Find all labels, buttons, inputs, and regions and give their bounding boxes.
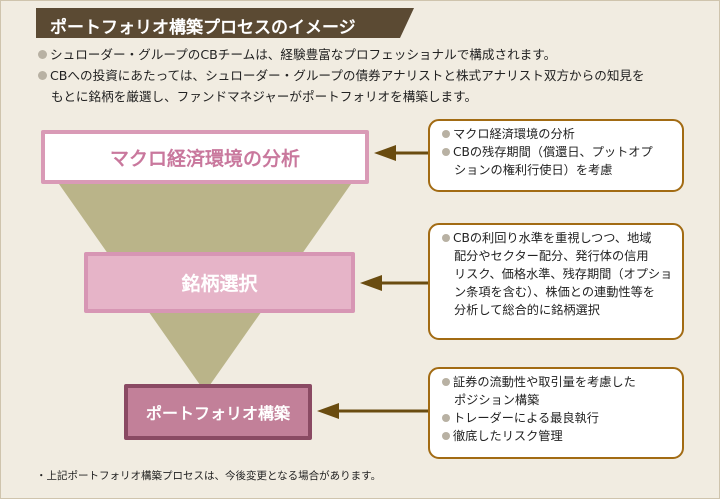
box1-text-1: マクロ経済環境の分析 xyxy=(453,127,575,141)
box2-item-1-cont: 配分やセクター配分、発行体の信用 xyxy=(442,247,674,265)
box2-text-1: CBの利回り水準を重視しつつ、地域 xyxy=(453,231,652,245)
stage-portfolio-construction: ポートフォリオ構築 xyxy=(124,384,312,440)
intro-text-2: CBへの投資にあたっては、シュローダー・グループの債券アナリストと株式アナリスト… xyxy=(50,68,645,83)
box1-item-1: マクロ経済環境の分析 xyxy=(442,125,674,143)
bullet-dot xyxy=(442,234,450,242)
box3-item-3: 徹底したリスク管理 xyxy=(442,427,674,445)
intro-bullet-1: シュローダー・グループのCBチームは、経験豊富なプロフェッショナルで構成されます… xyxy=(38,45,556,65)
box2-item-1: CBの利回り水準を重視しつつ、地域 xyxy=(442,229,674,247)
stage-macro-analysis: マクロ経済環境の分析 xyxy=(41,130,369,184)
arrow-2 xyxy=(360,275,428,291)
arrow-3 xyxy=(317,403,428,419)
intro-bullet-2-cont: もとに銘柄を厳選し、ファンドマネジャーがポートフォリオを構築します。 xyxy=(51,87,477,107)
box3-text-2: ポジション構築 xyxy=(454,393,540,407)
box2-text-3: リスク、価格水準、残存期間（オプショ xyxy=(454,267,673,281)
stage-construction-label: ポートフォリオ構築 xyxy=(145,404,290,423)
box3-item-1-cont: ポジション構築 xyxy=(442,391,674,409)
box3-text-1: 証券の流動性や取引量を考慮した xyxy=(453,375,636,389)
page-title: ポートフォリオ構築プロセスのイメージ xyxy=(50,18,356,38)
box2-item-1-cont: ン条項を含む）、株価との連動性等を xyxy=(442,283,674,301)
stage-stock-selection: 銘柄選択 xyxy=(84,252,355,313)
box1-text-2: CBの残存期間（償還日、プットオプ xyxy=(453,145,653,159)
detail-box-macro: マクロ経済環境の分析 CBの残存期間（償還日、プットオプ ションの権利行使日）を… xyxy=(428,119,684,192)
footnote: ・上記ポートフォリオ構築プロセスは、今後変更となる場合があります。 xyxy=(36,470,382,482)
box3-item-2: トレーダーによる最良執行 xyxy=(442,409,674,427)
title-banner: ポートフォリオ構築プロセスのイメージ xyxy=(36,8,414,38)
box1-text-3: ションの権利行使日）を考慮 xyxy=(454,163,613,177)
bullet-dot xyxy=(38,50,47,59)
box1-item-2: CBの残存期間（償還日、プットオプ xyxy=(442,143,674,161)
stage-selection-label: 銘柄選択 xyxy=(181,273,258,295)
bullet-dot xyxy=(442,148,450,156)
box3-text-4: 徹底したリスク管理 xyxy=(453,429,563,443)
box3-text-3: トレーダーによる最良執行 xyxy=(453,411,599,425)
detail-box-construction: 証券の流動性や取引量を考慮した ポジション構築 トレーダーによる最良執行 徹底し… xyxy=(428,367,684,459)
box2-text-4: ン条項を含む）、株価との連動性等を xyxy=(454,285,655,299)
stage-macro-label: マクロ経済環境の分析 xyxy=(109,147,300,170)
box1-item-2-cont: ションの権利行使日）を考慮 xyxy=(442,161,674,179)
box2-text-5: 分析して総合的に銘柄選択 xyxy=(454,303,600,317)
bullet-dot xyxy=(442,432,450,440)
intro-text-1: シュローダー・グループのCBチームは、経験豊富なプロフェッショナルで構成されます… xyxy=(50,47,557,62)
intro-text-3: もとに銘柄を厳選し、ファンドマネジャーがポートフォリオを構築します。 xyxy=(51,89,478,104)
bullet-dot xyxy=(442,130,450,138)
bullet-dot xyxy=(38,71,47,80)
box2-item-1-cont: リスク、価格水準、残存期間（オプショ xyxy=(442,265,674,283)
box2-item-1-cont: 分析して総合的に銘柄選択 xyxy=(442,301,674,319)
intro-bullet-2: CBへの投資にあたっては、シュローダー・グループの債券アナリストと株式アナリスト… xyxy=(38,66,645,86)
box3-item-1: 証券の流動性や取引量を考慮した xyxy=(442,373,674,391)
bullet-dot xyxy=(442,414,450,422)
box2-text-2: 配分やセクター配分、発行体の信用 xyxy=(454,249,649,263)
bullet-dot xyxy=(442,378,450,386)
arrow-1 xyxy=(374,145,428,161)
detail-box-selection: CBの利回り水準を重視しつつ、地域 配分やセクター配分、発行体の信用 リスク、価… xyxy=(428,223,684,340)
